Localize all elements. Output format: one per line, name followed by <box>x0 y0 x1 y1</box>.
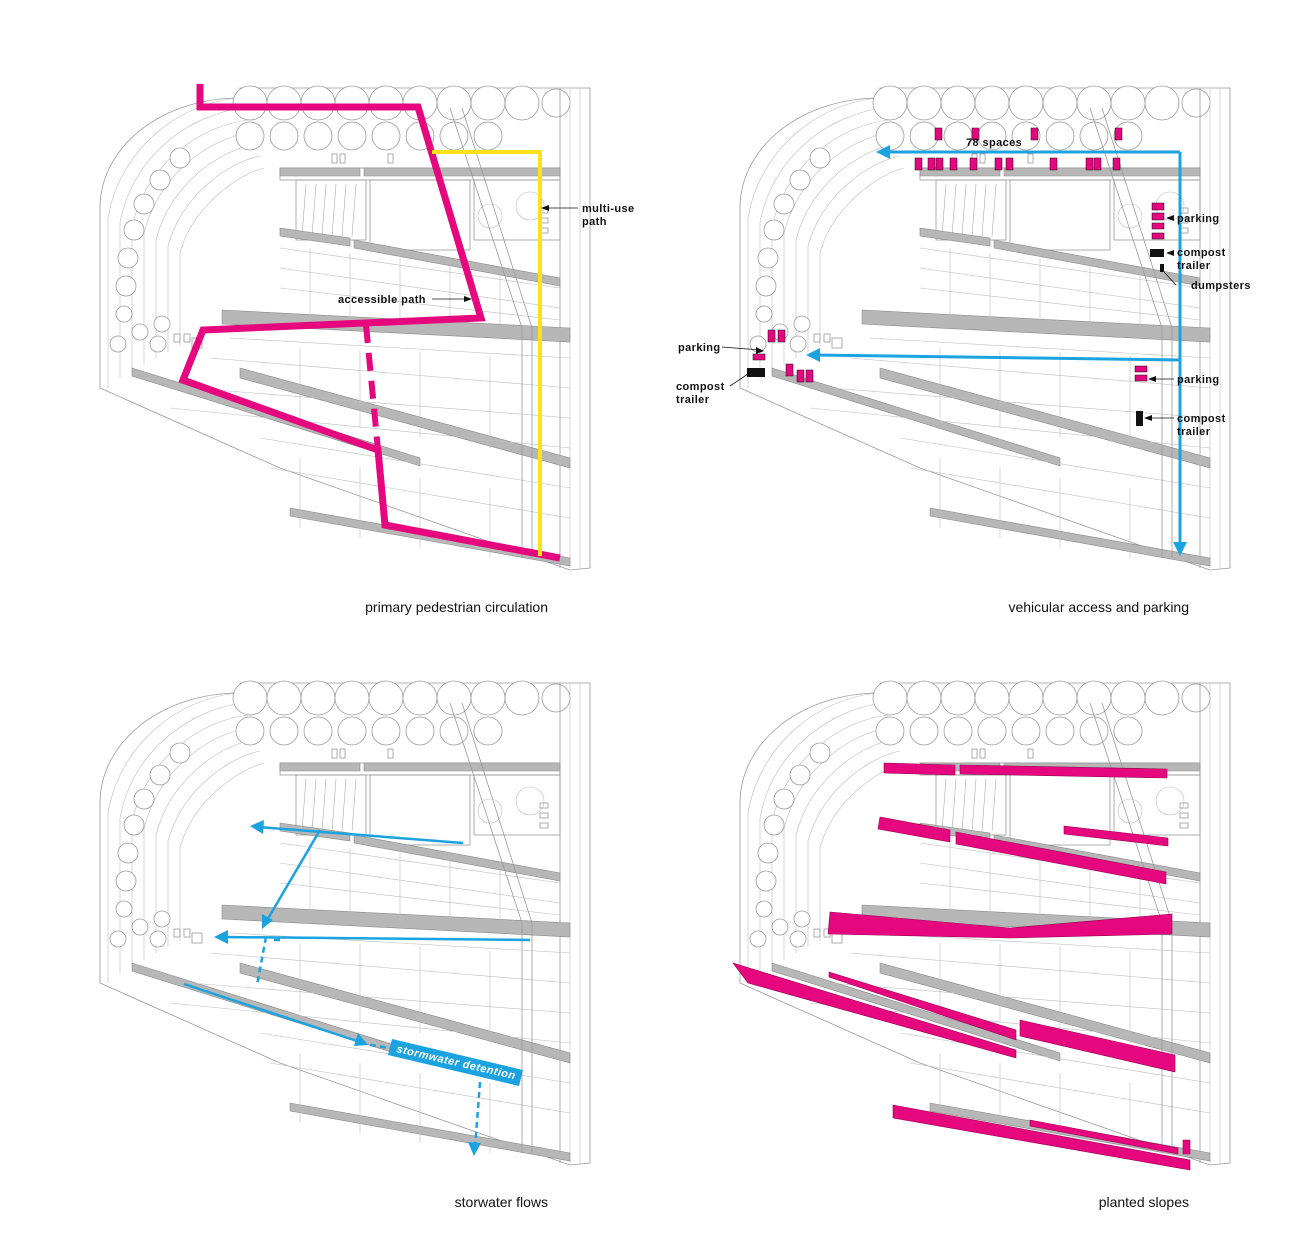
site-plan-base <box>739 85 1231 571</box>
site-plan-base <box>99 85 591 571</box>
arrow-head <box>262 914 273 929</box>
svg-text:trailer: trailer <box>676 394 710 406</box>
svg-text:path: path <box>582 216 607 228</box>
panel-planted-slopes: planted slopes <box>732 680 1231 1210</box>
svg-text:accessible path: accessible path <box>338 294 426 306</box>
svg-text:parking: parking <box>1177 374 1220 386</box>
label-accessible-path: accessible path <box>338 294 472 306</box>
accessible-path-route <box>178 84 561 562</box>
panel-vehicular-access: 78 spaces parking compost trailer dumpst… <box>676 85 1251 615</box>
svg-text:parking: parking <box>678 342 721 354</box>
multi-use-path-route <box>432 150 542 556</box>
arrow-head <box>468 1142 481 1156</box>
svg-text:dumpsters: dumpsters <box>1191 280 1251 292</box>
label-compost-trailer-left: compost trailer <box>676 373 749 406</box>
arrow-head <box>214 930 228 944</box>
label-parking-top: parking <box>1166 213 1220 225</box>
caption-planted-slopes: planted slopes <box>1099 1194 1189 1210</box>
svg-text:compost: compost <box>1177 247 1226 259</box>
svg-text:multi-use: multi-use <box>582 203 635 215</box>
panel-stormwater: stormwater detention storwater flows <box>99 680 591 1210</box>
arrow-head <box>250 820 264 834</box>
arrow-head <box>354 1033 368 1046</box>
caption-pedestrian: primary pedestrian circulation <box>365 599 548 615</box>
site-plan-base <box>99 680 591 1166</box>
label-compost-trailer-right: compost trailer <box>1144 413 1226 438</box>
svg-text:compost: compost <box>676 381 725 393</box>
label-compost-trailer-top: compost trailer <box>1166 247 1226 272</box>
stormwater-flow-arrows <box>183 825 531 1149</box>
compost-trailers <box>747 249 1164 426</box>
svg-text:parking: parking <box>1177 213 1220 225</box>
arrow-head <box>876 145 890 159</box>
svg-text:trailer: trailer <box>1177 260 1211 272</box>
label-78-spaces: 78 spaces <box>966 137 1022 149</box>
stormwater-detention-basin: stormwater detention <box>388 1039 523 1086</box>
parking-stalls <box>752 127 1165 383</box>
label-multi-use-path: multi-use path <box>541 203 635 228</box>
label-parking-left: parking <box>678 342 764 354</box>
label-parking-right: parking <box>1148 374 1220 386</box>
vehicle-route <box>813 150 1182 548</box>
panel-pedestrian-circulation: multi-use path accessible path primary p… <box>99 84 635 615</box>
arrow-head <box>806 348 820 362</box>
svg-text:trailer: trailer <box>1177 426 1211 438</box>
svg-text:stormwater detention: stormwater detention <box>395 1043 516 1082</box>
caption-stormwater: storwater flows <box>455 1194 548 1210</box>
planted-slope-areas <box>732 762 1191 1171</box>
caption-vehicular: vehicular access and parking <box>1008 599 1189 615</box>
label-dumpsters: dumpsters <box>1163 271 1251 292</box>
arrow-head <box>1173 542 1187 556</box>
svg-text:compost: compost <box>1177 413 1226 425</box>
